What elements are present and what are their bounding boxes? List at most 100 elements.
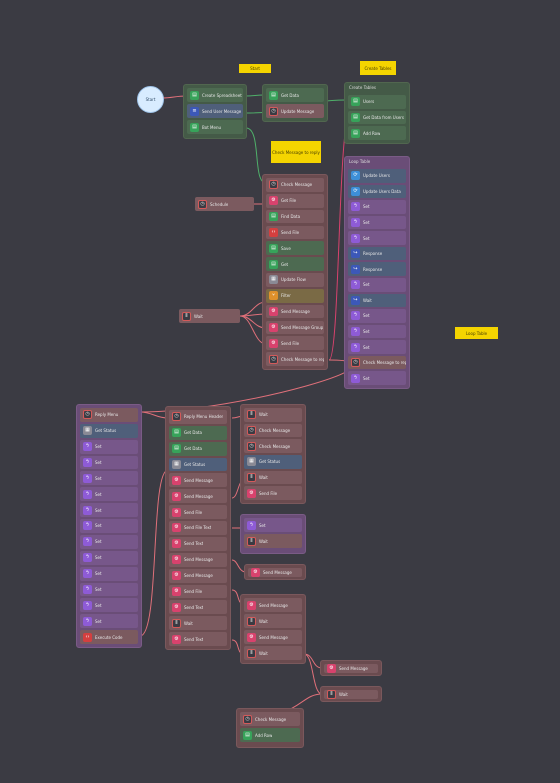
workflow-node[interactable]: ⚙Send File — [169, 584, 227, 599]
workflow-node[interactable]: ▤Get Data — [169, 441, 227, 456]
node-group[interactable]: ◷Check Message ▤Add Row — [236, 708, 304, 748]
workflow-node[interactable]: ⚙Send Text — [169, 632, 227, 646]
workflow-node[interactable]: ↪Response — [348, 246, 406, 261]
workflow-node[interactable]: ⚙Send File — [266, 336, 324, 351]
workflow-node[interactable]: ◷Check Message — [240, 712, 300, 726]
node-wait[interactable]: Ⅱ Wait — [179, 309, 240, 323]
workflow-node[interactable]: ⚙Send Message Group — [266, 320, 324, 335]
workflow-node[interactable]: ▤Get Data — [169, 425, 227, 440]
workflow-node[interactable]: ⚙Send Message — [266, 304, 324, 319]
workflow-node[interactable]: ▤Get Data from Users — [348, 110, 406, 125]
workflow-node[interactable]: ▦Get Status — [80, 423, 138, 438]
workflow-node[interactable]: ⚙Send Message — [169, 489, 227, 504]
workflow-node[interactable]: ◷Reply Menu — [80, 408, 138, 422]
workflow-node[interactable]: ⚙Send Message — [248, 568, 302, 577]
workflow-node[interactable]: ⚙Send File — [244, 486, 302, 500]
workflow-node[interactable]: ⚙Send Message — [169, 473, 227, 488]
node-group[interactable]: ▤Create Spreadsheet ≡Send User Message ▤Bo… — [183, 84, 247, 139]
workflow-node[interactable]: ▤Bot Menu — [187, 120, 243, 134]
sticky-note[interactable]: Check Message to reply — [271, 141, 321, 163]
workflow-node[interactable]: ▦Get Status — [169, 457, 227, 472]
workflow-node[interactable]: ▤Save — [266, 241, 324, 256]
workflow-node[interactable]: ⚙Send Message — [244, 630, 302, 644]
workflow-node[interactable]: ▤Add Row — [240, 728, 300, 742]
workflow-node[interactable]: ▤Create Spreadsheet — [187, 88, 243, 102]
workflow-node[interactable]: ▦Update Flow — [266, 273, 324, 287]
workflow-node[interactable]: ‹›Execute Code — [80, 630, 138, 644]
sticky-note[interactable]: Loop Table — [455, 327, 498, 339]
workflow-node[interactable]: ⚙Send Message — [169, 552, 227, 567]
workflow-node[interactable]: ⚙Send Message — [169, 568, 227, 583]
node-group[interactable]: ◷Reply Menu Header▤Get Data▤Get Data▦Get… — [165, 406, 231, 650]
workflow-node[interactable]: ↪Wait — [348, 293, 406, 308]
workflow-node[interactable]: ◷Reply Menu Header — [169, 410, 227, 424]
workflow-node[interactable]: ⑂Filter — [266, 288, 324, 303]
node-group[interactable]: ▤Get Data ◷Update Message — [262, 84, 328, 122]
workflow-node[interactable]: ▤Users — [348, 95, 406, 109]
workflow-node[interactable]: ↪Response — [348, 262, 406, 276]
node-schedule[interactable]: ◷ Schedule — [195, 197, 254, 211]
workflow-node[interactable]: ⟳Update Users Data — [348, 184, 406, 199]
workflow-node[interactable]: ≡Send User Message — [187, 104, 243, 118]
workflow-node[interactable]: ⚙Send Text — [169, 536, 227, 551]
sticky-note[interactable]: Start — [239, 64, 271, 73]
node-group[interactable]: ⚙Send Message — [320, 660, 382, 676]
workflow-node[interactable]: ▤Add Row — [348, 126, 406, 140]
workflow-node[interactable]: ⚙Get File — [266, 193, 324, 208]
workflow-node[interactable]: ◷Check Message to reply — [348, 355, 406, 370]
workflow-node[interactable]: ◷Check Message — [244, 423, 302, 438]
workflow-node[interactable]: ◷Check Message — [244, 439, 302, 453]
start-node[interactable]: Start — [137, 86, 164, 113]
node-group[interactable]: ◷Check Message⚙Get File▤Find Data‹›Send … — [262, 174, 328, 370]
sticky-note[interactable]: Create Tables — [360, 61, 396, 75]
workflow-node[interactable]: ⚙Send Text — [169, 600, 227, 615]
node-group[interactable]: ⚙Send Message — [244, 564, 306, 580]
workflow-node[interactable]: ⚙Send File — [169, 505, 227, 520]
workflow-node[interactable]: ◷Check Message to reply — [266, 352, 324, 366]
workflow-node[interactable]: ⚙Send Message — [244, 598, 302, 612]
workflow-node[interactable]: ▤Find Data — [266, 209, 324, 224]
node-group[interactable]: Loop Table⟳Update Users⟳Update Users Dat… — [344, 156, 410, 389]
workflow-node[interactable]: ⚙Send File Text — [169, 521, 227, 535]
node-group[interactable]: Create Tables▤Users▤Get Data from Users▤… — [344, 82, 410, 144]
workflow-node[interactable]: ▤Get — [266, 257, 324, 271]
workflow-node[interactable]: ▦Get Status — [244, 455, 302, 469]
workflow-node[interactable]: ▤Get Data — [266, 88, 324, 102]
workflow-node[interactable]: ⟳Update Users — [348, 169, 406, 183]
workflow-node[interactable]: ◷Update Message — [266, 104, 324, 118]
workflow-node[interactable]: ⚙Send Message — [324, 664, 378, 673]
workflow-node[interactable]: ‹›Send File — [266, 225, 324, 240]
